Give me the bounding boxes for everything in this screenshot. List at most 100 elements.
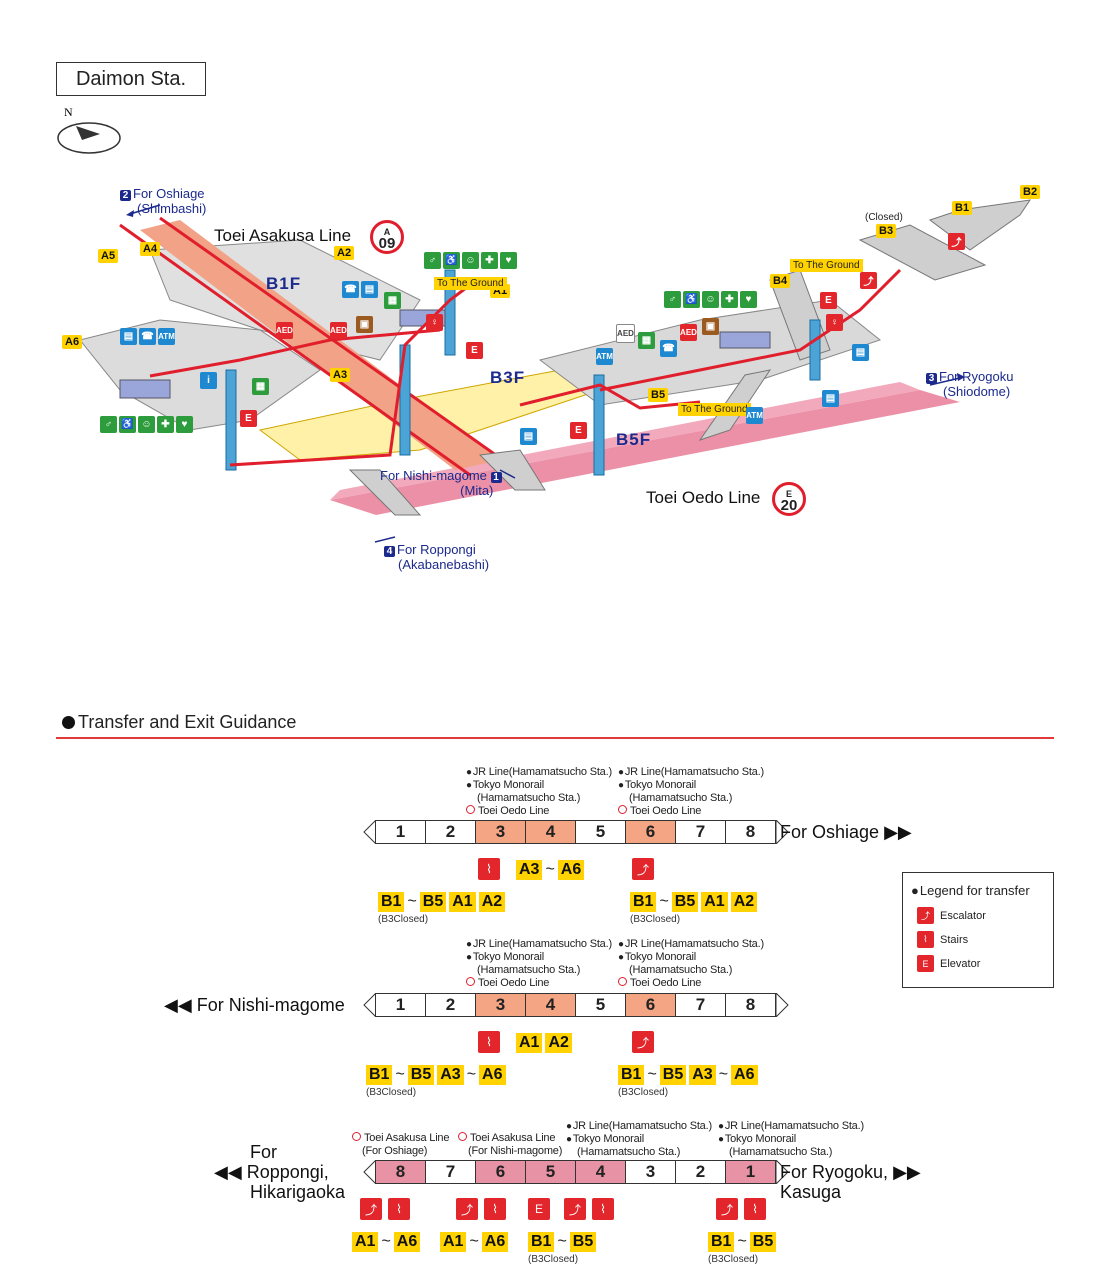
station-office-icon: ▣ [356, 316, 373, 333]
baby-icon: ☺ [138, 416, 155, 433]
note-monorail-sta: (Hamamatsucho Sta.) [729, 1146, 833, 1158]
train1-notes-car6: JR Line(Hamamatsucho Sta.) Tokyo Monorai… [618, 766, 764, 818]
train3-car6-exits: A1~A6 [440, 1232, 509, 1252]
wheelchair-icon: ♿ [683, 291, 700, 308]
locker-icon: ▦ [252, 378, 269, 395]
note-oedo: Toei Oedo Line [618, 805, 764, 818]
ticket-machine-icon: ▤ [822, 390, 839, 407]
wheelchair-icon: ♿ [119, 416, 136, 433]
car: 4 [525, 820, 576, 844]
escalator-icon: ⤴ [860, 272, 877, 289]
to-ground-label-3: To The Ground [678, 403, 751, 416]
note-asakusa: Toei Asakusa Line [458, 1132, 562, 1145]
note-monorail: Tokyo Monorail [466, 779, 612, 792]
train1-car34-exits: A3~A6 [516, 860, 585, 880]
train2-left-tip [363, 993, 376, 1017]
note-monorail-sta: (Hamamatsucho Sta.) [477, 792, 581, 804]
car: 2 [425, 820, 476, 844]
note-jr: JR Line(Hamamatsucho Sta.) [718, 1120, 864, 1133]
phone-icon: ☎ [660, 340, 677, 357]
facility-group-b1f: ☎ ▤ [342, 281, 378, 298]
escalator-icon: ⤴ [456, 1198, 478, 1220]
train1-direction: For Oshiage ▶▶ [780, 822, 912, 842]
baby-chair-icon: ♥ [176, 416, 193, 433]
note-monorail-sta: (Hamamatsucho Sta.) [477, 964, 581, 976]
b3-closed-note: (B3Closed) [366, 1087, 417, 1098]
elevator-icon: E [820, 292, 837, 309]
stairs-icon: ⌇ [484, 1198, 506, 1220]
baby-icon: ☺ [462, 252, 479, 269]
aed-icon: AED [330, 322, 347, 339]
train2-notes-car3: JR Line(Hamamatsucho Sta.) Tokyo Monorai… [466, 938, 612, 990]
compass-north-label: N [64, 105, 73, 119]
note-for-nishi: (For Nishi-magome) [468, 1145, 563, 1157]
train-2: 1 2 3 4 5 6 7 8 [358, 993, 790, 1017]
escalator-icon: ⤴ [917, 907, 934, 924]
train3-left-tip [363, 1160, 376, 1184]
facility-group-b4: ♂ ♿ ☺ ✚ ♥ [664, 291, 757, 308]
exit-b1: B1 [952, 201, 973, 215]
double-arrow-left-icon: ◀◀ [164, 995, 192, 1015]
train3-notes-car8: Toei Asakusa Line (For Oshiage) [352, 1132, 449, 1158]
wheelchair-icon: ♿ [443, 252, 460, 269]
car: 6 [475, 1160, 526, 1184]
ticket-machine-icon: ▤ [120, 328, 137, 345]
train2-notes-car6: JR Line(Hamamatsucho Sta.) Tokyo Monorai… [618, 938, 764, 990]
direction-nishimagome: For Nishi-magome 1(Mita) [380, 468, 504, 498]
ticket-machine-icon: ▤ [520, 428, 537, 445]
car: 4 [525, 993, 576, 1017]
train1-notes-car3: JR Line(Hamamatsucho Sta.) Tokyo Monorai… [466, 766, 612, 818]
train2-direction: ◀◀ For Nishi-magome [164, 995, 345, 1015]
double-arrow-right-icon: ▶▶ [893, 1162, 921, 1182]
note-oedo: Toei Oedo Line [466, 977, 612, 990]
to-ground-label-1: To The Ground [434, 277, 507, 290]
elevator-icon: E [570, 422, 587, 439]
note-for-oshiage: (For Oshiage) [362, 1145, 428, 1157]
train-1: 1 2 3 4 5 6 7 8 [358, 820, 790, 844]
note-jr: JR Line(Hamamatsucho Sta.) [618, 766, 764, 779]
atm-icon: ATM [746, 407, 763, 424]
atm-icon: ATM [596, 348, 613, 365]
escalator-icon: ⤴ [360, 1198, 382, 1220]
train3-direction-right: For Ryogoku, ▶▶ Kasuga [780, 1162, 921, 1202]
exit-b3-closed-note: (Closed) [865, 212, 903, 223]
car: 5 [575, 993, 626, 1017]
car: 7 [675, 993, 726, 1017]
baby-icon: ☺ [702, 291, 719, 308]
stairs-icon: ⌇ [592, 1198, 614, 1220]
note-monorail-sta: (Hamamatsucho Sta.) [629, 964, 733, 976]
compass-icon: N [57, 105, 121, 154]
aed-icon: AED [616, 324, 635, 343]
car: 8 [375, 1160, 426, 1184]
car: 5 [575, 820, 626, 844]
note-jr: JR Line(Hamamatsucho Sta.) [618, 938, 764, 951]
station-map [79, 199, 1032, 543]
asakusa-line-name: Toei Asakusa Line [214, 226, 352, 245]
facility-group-a6: ♂ ♿ ☺ ✚ ♥ [100, 416, 193, 433]
exit-a5: A5 [98, 249, 119, 263]
car: 8 [725, 993, 776, 1017]
note-oedo: Toei Oedo Line [618, 977, 764, 990]
note-oedo: Toei Oedo Line [466, 805, 612, 818]
legend: Legend for transfer ⤴Escalator ⌇Stairs E… [902, 872, 1054, 988]
baby-chair-icon: ♥ [500, 252, 517, 269]
restroom-gender-icon: ♀ [826, 314, 843, 331]
train3-notes-car1: JR Line(Hamamatsucho Sta.) Tokyo Monorai… [718, 1120, 864, 1159]
double-arrow-right-icon: ▶▶ [884, 822, 912, 842]
escalator-icon: ⤴ [716, 1198, 738, 1220]
car: 3 [475, 993, 526, 1017]
exit-a4: A4 [140, 242, 161, 256]
car: 2 [675, 1160, 726, 1184]
aed-icon: AED [276, 322, 293, 339]
stairs-icon: ⌇ [744, 1198, 766, 1220]
escalator-icon: ⤴ [948, 233, 965, 250]
exit-b5: B5 [648, 388, 669, 402]
train2-right-tip [776, 993, 789, 1017]
car: 1 [375, 820, 426, 844]
note-monorail: Tokyo Monorail [618, 779, 764, 792]
